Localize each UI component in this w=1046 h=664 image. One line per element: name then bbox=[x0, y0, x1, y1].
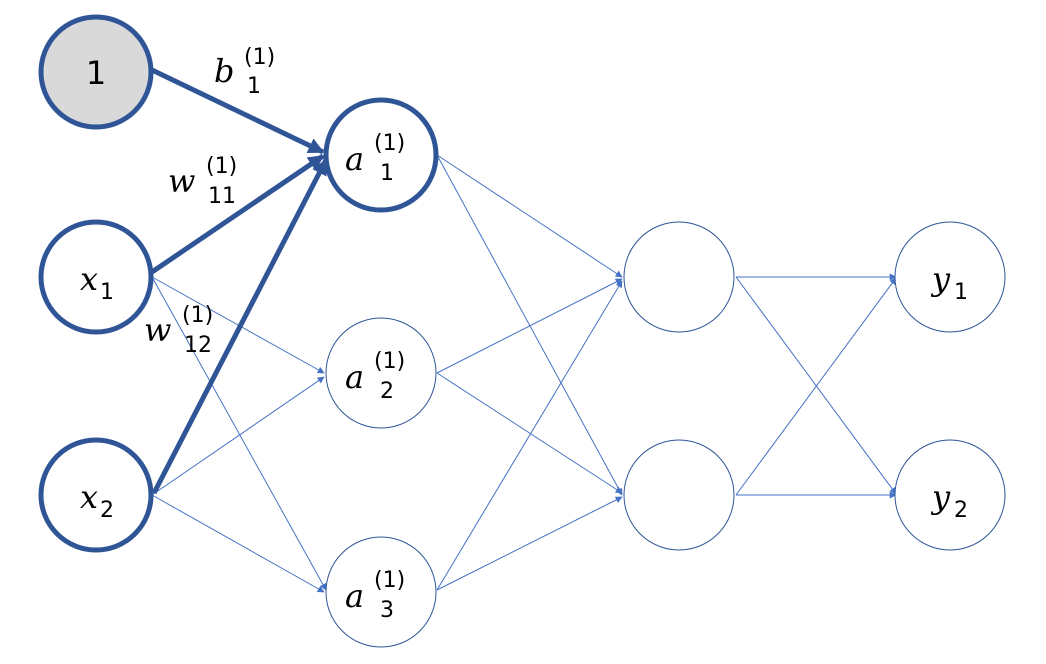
edges-layer2-output bbox=[735, 273, 897, 499]
node-x2-sub: 2 bbox=[100, 498, 114, 523]
node-a1-sub: 1 bbox=[380, 161, 394, 186]
weight-w12-sub: 12 bbox=[184, 333, 212, 358]
weight-label-w11: w (1) 11 bbox=[168, 154, 237, 209]
edge-h2-y1 bbox=[735, 277, 897, 496]
node-y2: y 2 bbox=[894, 439, 1006, 551]
node-x2-var: x bbox=[80, 478, 98, 516]
edge-x1-a1 bbox=[150, 153, 325, 275]
weight-b1-sup: (1) bbox=[244, 45, 275, 70]
edge-bias-a1 bbox=[150, 67, 325, 155]
node-a3-sub: 3 bbox=[380, 598, 394, 623]
edge-a2-h1 bbox=[436, 278, 623, 374]
edge-h1-y2 bbox=[735, 276, 897, 495]
node-x1-sub: 1 bbox=[100, 280, 114, 305]
node-h1 bbox=[623, 221, 735, 333]
node-a1-var: a bbox=[345, 140, 364, 178]
node-y1: y 1 bbox=[894, 221, 1006, 333]
edge-x2-a3 bbox=[151, 494, 325, 593]
edges-layer1-layer2 bbox=[436, 154, 623, 591]
node-h2 bbox=[623, 439, 735, 551]
node-bias-label: 1 bbox=[86, 54, 106, 92]
hidden-layer-2 bbox=[623, 221, 735, 551]
edge-a3-h1 bbox=[436, 280, 623, 591]
node-y1-sub: 1 bbox=[954, 280, 968, 305]
edge-x2-a1 bbox=[151, 158, 329, 495]
node-a2-sup: (1) bbox=[374, 349, 405, 374]
edge-x2-a2 bbox=[151, 376, 325, 496]
node-a3-var: a bbox=[345, 577, 364, 615]
edge-a1-h1 bbox=[436, 154, 623, 278]
edge-a2-h2 bbox=[436, 372, 623, 494]
node-a2: a (1) 2 bbox=[325, 317, 437, 429]
weight-label-w12: w (1) 12 bbox=[144, 303, 213, 358]
node-a1: a (1) 1 bbox=[323, 97, 439, 213]
output-layer: y 1 y 2 bbox=[894, 221, 1006, 551]
edge-x1-a3 bbox=[151, 276, 327, 591]
weight-b1-sub: 1 bbox=[247, 74, 261, 99]
edge-a1-h2 bbox=[436, 154, 623, 496]
node-a2-var: a bbox=[345, 358, 364, 396]
node-a3: a (1) 3 bbox=[325, 536, 437, 648]
node-a3-sup: (1) bbox=[374, 568, 405, 593]
weight-w12-var: w bbox=[144, 311, 171, 349]
weight-w11-var: w bbox=[168, 162, 195, 200]
edges-bold-into-a1 bbox=[150, 67, 329, 495]
node-bias: 1 bbox=[38, 14, 154, 130]
weight-w12-sup: (1) bbox=[182, 303, 213, 328]
hidden-layer-1: a (1) 1 a (1) 2 a (1) 3 bbox=[323, 97, 439, 648]
weight-w11-sup: (1) bbox=[206, 154, 237, 179]
node-y2-sub: 2 bbox=[954, 498, 968, 523]
node-y1-var: y bbox=[930, 260, 951, 298]
node-x1: x 1 bbox=[38, 219, 154, 335]
weight-b1-var: b bbox=[214, 52, 234, 90]
node-a1-sup: (1) bbox=[374, 131, 405, 156]
node-x1-var: x bbox=[80, 260, 98, 298]
edge-a3-h2 bbox=[436, 496, 623, 591]
weight-label-b1: b (1) 1 bbox=[214, 45, 275, 99]
node-x2: x 2 bbox=[38, 437, 154, 553]
node-y2-var: y bbox=[930, 478, 951, 516]
input-layer: 1 x 1 x 2 bbox=[38, 14, 154, 553]
node-a2-sub: 2 bbox=[380, 379, 394, 404]
weight-w11-sub: 11 bbox=[208, 184, 236, 209]
